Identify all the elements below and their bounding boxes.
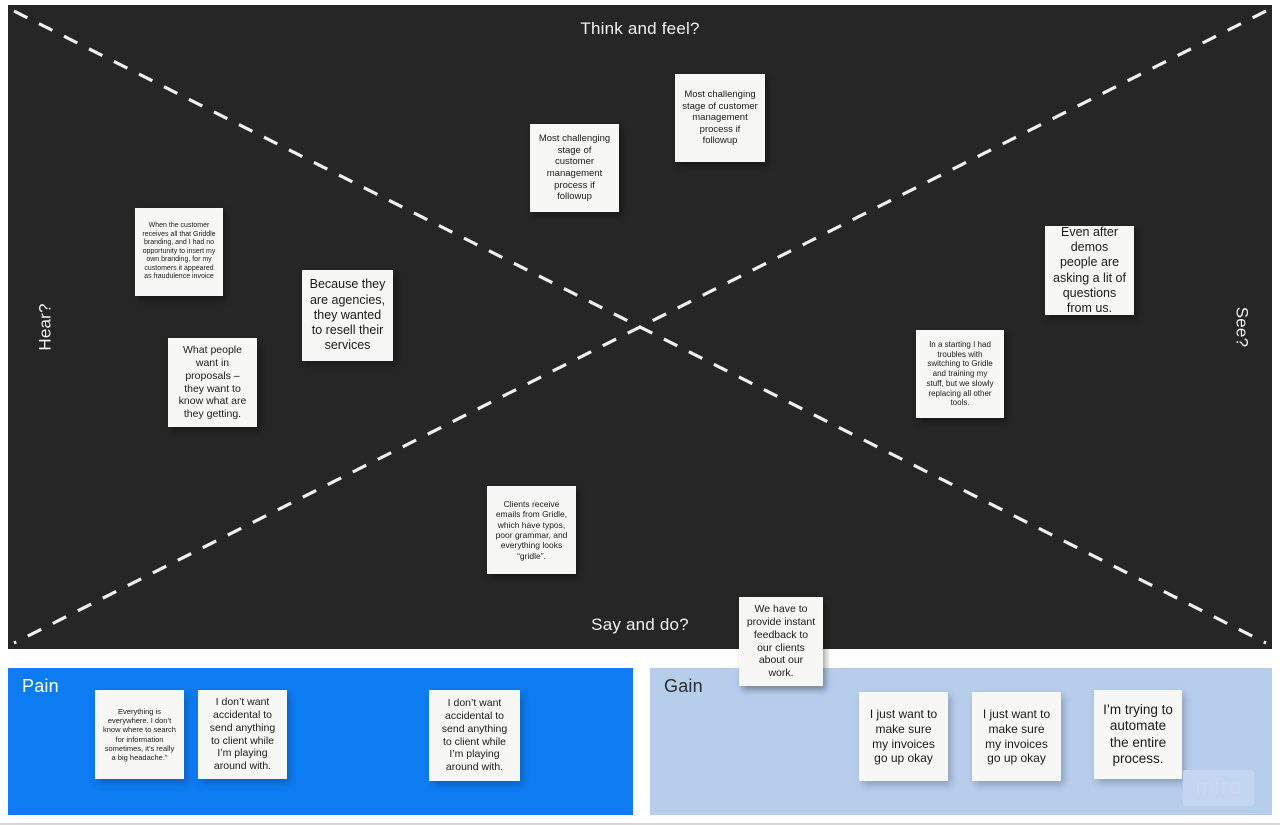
sticky-note[interactable]: I just want to make sure my invoices go … bbox=[972, 692, 1061, 781]
sticky-note[interactable]: In a starting I had troubles with switch… bbox=[916, 330, 1004, 418]
sticky-note-text: Because they are agencies, they wanted t… bbox=[309, 277, 386, 353]
sticky-note[interactable]: I don’t want accidental to send anything… bbox=[429, 690, 520, 781]
sticky-note[interactable]: What people want in proposals – they wan… bbox=[168, 338, 257, 427]
pain-section[interactable]: Pain Everything is everywhere. I don’t k… bbox=[8, 668, 633, 815]
sticky-note[interactable]: Most challenging stage of customer manag… bbox=[530, 124, 619, 212]
sticky-note-text: Everything is everywhere. I don’t know w… bbox=[103, 707, 176, 762]
diagonal-divider-lines bbox=[13, 9, 1267, 645]
gain-section[interactable]: Gain I just want to make sure my invoice… bbox=[650, 668, 1272, 815]
sticky-note[interactable]: I don’t want accidental to send anything… bbox=[198, 690, 287, 779]
sticky-note[interactable]: Clients receive emails from Gridle, whic… bbox=[487, 486, 576, 574]
sticky-note-text: Even after demos people are asking a lit… bbox=[1053, 224, 1126, 315]
quadrant-label-hear: Hear? bbox=[35, 303, 55, 351]
sticky-note-text: We have to provide instant feedback to o… bbox=[746, 603, 816, 680]
miro-watermark: miro bbox=[1183, 770, 1254, 806]
sticky-note[interactable]: I’m trying to automate the entire proces… bbox=[1094, 690, 1182, 779]
sticky-note-text: I’m trying to automate the entire proces… bbox=[1103, 701, 1173, 766]
sticky-note[interactable]: Because they are agencies, they wanted t… bbox=[302, 270, 393, 361]
quadrant-label-think-and-feel: Think and feel? bbox=[580, 19, 700, 38]
sticky-note-text: I don’t want accidental to send anything… bbox=[441, 697, 508, 774]
empathy-map-canvas[interactable]: Think and feel? Say and do? Hear? See? M… bbox=[8, 5, 1272, 649]
sticky-note-text: I don’t want accidental to send anything… bbox=[209, 696, 276, 773]
bottom-divider bbox=[0, 823, 1280, 825]
sticky-note[interactable]: Most challenging stage of customer manag… bbox=[675, 74, 765, 162]
sticky-note-text: In a starting I had troubles with switch… bbox=[926, 339, 994, 408]
quadrant-label-see: See? bbox=[1232, 306, 1252, 348]
sticky-note-text: Clients receive emails from Gridle, whic… bbox=[495, 498, 568, 561]
sticky-note-text: I just want to make sure my invoices go … bbox=[982, 707, 1051, 766]
sticky-note[interactable]: We have to provide instant feedback to o… bbox=[739, 597, 823, 686]
pain-section-title: Pain bbox=[22, 676, 59, 696]
sticky-note-text: What people want in proposals – they wan… bbox=[178, 344, 247, 421]
quadrant-label-say-and-do: Say and do? bbox=[591, 615, 689, 634]
sticky-note-text: When the customer receives all that Grid… bbox=[142, 222, 216, 281]
sticky-note-text: Most challenging stage of customer manag… bbox=[538, 133, 611, 203]
sticky-note[interactable]: I just want to make sure my invoices go … bbox=[859, 692, 948, 781]
sticky-note[interactable]: Everything is everywhere. I don’t know w… bbox=[95, 690, 184, 779]
sticky-note[interactable]: When the customer receives all that Grid… bbox=[135, 208, 223, 296]
sticky-note-text: Most challenging stage of customer manag… bbox=[682, 89, 758, 147]
sticky-note[interactable]: Even after demos people are asking a lit… bbox=[1045, 224, 1134, 315]
sticky-note-text: I just want to make sure my invoices go … bbox=[869, 707, 938, 766]
gain-section-title: Gain bbox=[664, 676, 703, 696]
